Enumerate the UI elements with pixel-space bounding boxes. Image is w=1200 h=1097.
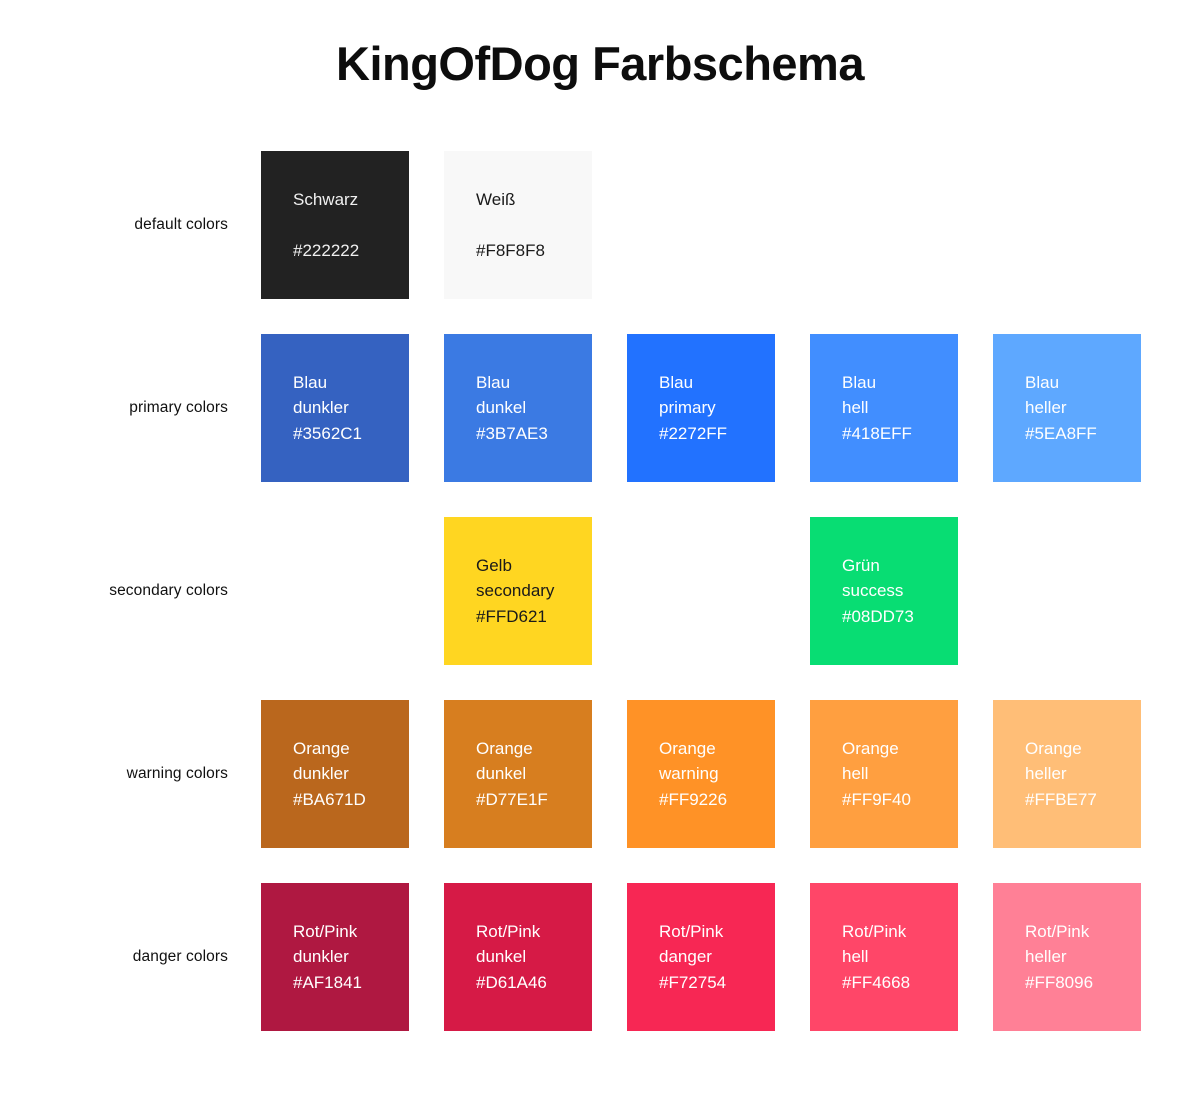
swatch-variant: dunkel bbox=[476, 398, 527, 418]
swatch-hex: #FF8096 bbox=[1025, 972, 1094, 992]
swatch-name: Orange bbox=[476, 738, 533, 758]
swatch-name: Blau bbox=[1025, 372, 1060, 392]
color-swatch[interactable]: Rot/Pink hell #FF4668 bbox=[810, 883, 958, 1031]
swatch-name: Blau bbox=[293, 372, 328, 392]
swatch-empty bbox=[627, 517, 775, 665]
swatch-name: Grün bbox=[842, 555, 880, 575]
swatch-hex: #08DD73 bbox=[842, 606, 914, 626]
swatch-name: Blau bbox=[842, 372, 877, 392]
swatch-hex: #3562C1 bbox=[293, 423, 363, 443]
swatch-hex: #D61A46 bbox=[476, 972, 547, 992]
color-swatch[interactable]: Rot/Pink heller #FF8096 bbox=[993, 883, 1141, 1031]
swatch-hex: #5EA8FF bbox=[1025, 423, 1097, 443]
swatch-variant: dunkel bbox=[476, 947, 527, 967]
color-swatch[interactable]: Orange hell #FF9F40 bbox=[810, 700, 958, 848]
swatch-hex: #418EFF bbox=[842, 423, 912, 443]
swatch-name: Rot/Pink bbox=[293, 921, 358, 941]
swatch-hex: #D77E1F bbox=[476, 789, 548, 809]
color-swatch[interactable]: Weiß #F8F8F8 bbox=[444, 151, 592, 299]
swatch-hex: #FF4668 bbox=[842, 972, 911, 992]
swatch-hex: #FFBE77 bbox=[1025, 789, 1097, 809]
swatch-name: Orange bbox=[842, 738, 899, 758]
color-swatch[interactable]: Grün success #08DD73 bbox=[810, 517, 958, 665]
color-swatch[interactable]: Rot/Pink dunkel #D61A46 bbox=[444, 883, 592, 1031]
swatch-variant: heller bbox=[1025, 398, 1067, 418]
page-title: KingOfDog Farbschema bbox=[336, 37, 864, 90]
swatch-spacer bbox=[293, 212, 409, 238]
swatch-variant: dunkler bbox=[293, 398, 349, 418]
swatch-empty bbox=[993, 151, 1141, 299]
swatch-variant: success bbox=[842, 581, 904, 601]
color-swatch[interactable]: Blau hell #418EFF bbox=[810, 334, 958, 482]
swatch-empty bbox=[261, 517, 409, 665]
swatch-variant: dunkler bbox=[293, 764, 349, 784]
swatch-hex: #AF1841 bbox=[293, 972, 362, 992]
swatch-variant: heller bbox=[1025, 764, 1067, 784]
color-swatch[interactable]: Orange warning #FF9226 bbox=[627, 700, 775, 848]
swatch-name: Blau bbox=[659, 372, 694, 392]
color-swatch[interactable]: Orange dunkler #BA671D bbox=[261, 700, 409, 848]
color-swatch[interactable]: Orange heller #FFBE77 bbox=[993, 700, 1141, 848]
swatch-hex: #F72754 bbox=[659, 972, 727, 992]
swatch-variant: warning bbox=[659, 764, 719, 784]
swatch-empty bbox=[810, 151, 958, 299]
swatch-variant: hell bbox=[842, 947, 869, 967]
swatch-hex: #FF9226 bbox=[659, 789, 728, 809]
swatch-name: Schwarz bbox=[293, 189, 359, 209]
swatch-empty bbox=[993, 517, 1141, 665]
swatch-group: Schwarz #222222 Weiß #F8F8F8 bbox=[261, 151, 1141, 299]
swatch-name: Weiß bbox=[476, 189, 516, 209]
color-row: secondary colors Gelb secondary #FFD621 Grün… bbox=[0, 517, 1200, 665]
swatch-hex: #FF9F40 bbox=[842, 789, 911, 809]
swatch-hex: #BA671D bbox=[293, 789, 366, 809]
color-swatch[interactable]: Blau heller #5EA8FF bbox=[993, 334, 1141, 482]
row-label: primary colors bbox=[129, 399, 228, 416]
color-row: default colors Schwarz #222222 Weiß #F8F8F8 bbox=[0, 151, 1200, 299]
swatch-name: Rot/Pink bbox=[476, 921, 541, 941]
color-row: primary colors Blau dunkler #3562C1 Blau dunk… bbox=[0, 334, 1200, 482]
swatch-variant: hell bbox=[842, 764, 869, 784]
swatch-hex: #222222 bbox=[293, 240, 360, 260]
swatch-hex: #3B7AE3 bbox=[476, 423, 548, 443]
color-swatch[interactable]: Blau dunkler #3562C1 bbox=[261, 334, 409, 482]
swatch-group: Gelb secondary #FFD621 Grün success #08DD73 bbox=[261, 517, 1141, 665]
color-swatch[interactable]: Blau primary #2272FF bbox=[627, 334, 775, 482]
swatch-variant: danger bbox=[659, 947, 712, 967]
swatch-variant: secondary bbox=[476, 581, 555, 601]
swatch-name: Rot/Pink bbox=[659, 921, 724, 941]
swatch-group: Rot/Pink dunkler #AF1841 Rot/Pink dunkel #D61… bbox=[261, 883, 1141, 1031]
swatch-hex: #F8F8F8 bbox=[476, 240, 545, 260]
color-swatch[interactable]: Orange dunkel #D77E1F bbox=[444, 700, 592, 848]
swatch-variant: hell bbox=[842, 398, 869, 418]
swatch-group: Blau dunkler #3562C1 Blau dunkel #3B7AE3 Blau p… bbox=[261, 334, 1141, 482]
swatch-name: Orange bbox=[293, 738, 350, 758]
row-label: warning colors bbox=[126, 765, 228, 782]
color-grid: default colors Schwarz #222222 Weiß #F8F8F8 p… bbox=[0, 151, 1200, 1066]
swatch-name: Rot/Pink bbox=[1025, 921, 1090, 941]
row-label: default colors bbox=[134, 216, 228, 233]
swatch-spacer bbox=[476, 212, 592, 238]
swatch-variant: primary bbox=[659, 398, 716, 418]
swatch-variant: dunkel bbox=[476, 764, 527, 784]
swatch-variant: heller bbox=[1025, 947, 1067, 967]
swatch-hex: #FFD621 bbox=[476, 606, 547, 626]
swatch-empty bbox=[627, 151, 775, 299]
swatch-name: Orange bbox=[659, 738, 716, 758]
color-swatch[interactable]: Schwarz #222222 bbox=[261, 151, 409, 299]
swatch-name: Rot/Pink bbox=[842, 921, 907, 941]
color-swatch[interactable]: Rot/Pink dunkler #AF1841 bbox=[261, 883, 409, 1031]
row-label: secondary colors bbox=[109, 582, 228, 599]
color-swatch[interactable]: Rot/Pink danger #F72754 bbox=[627, 883, 775, 1031]
swatch-variant: dunkler bbox=[293, 947, 349, 967]
swatch-hex: #2272FF bbox=[659, 423, 728, 443]
color-swatch[interactable]: Gelb secondary #FFD621 bbox=[444, 517, 592, 665]
swatch-name: Blau bbox=[476, 372, 511, 392]
color-swatch[interactable]: Blau dunkel #3B7AE3 bbox=[444, 334, 592, 482]
swatch-name: Orange bbox=[1025, 738, 1082, 758]
swatch-name: Gelb bbox=[476, 555, 512, 575]
row-label: danger colors bbox=[132, 948, 228, 965]
